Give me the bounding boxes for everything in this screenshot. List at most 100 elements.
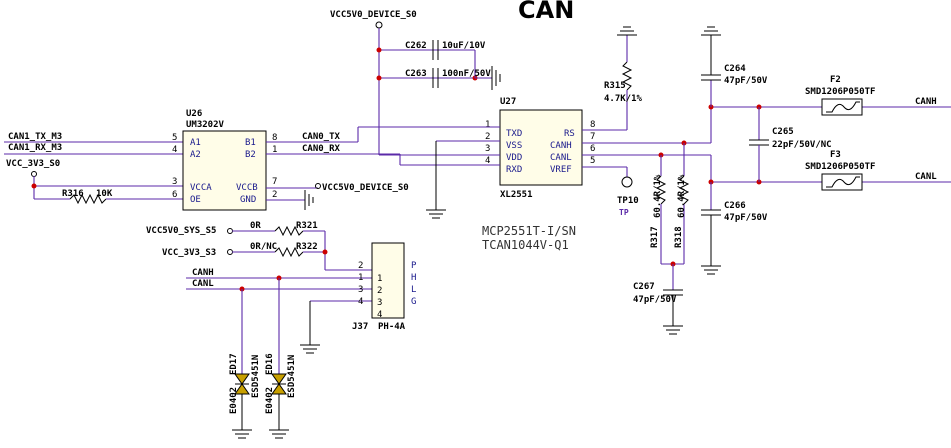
net-label-vcc5v0-sys: VCC5V0_SYS_S5 [146,226,216,236]
u26-pin-a1: A1 [190,138,201,148]
u27-num: 1 [485,120,490,130]
u27-can-transceiver: U27 TXD VSS VDD RXD 1 2 3 4 RS CANH CANL… [426,97,711,219]
r322-value: 0R/NC [250,242,277,252]
u26-num: 8 [272,133,277,143]
u27-num: 3 [485,144,490,154]
ed17-pkg: E0402 [229,387,239,414]
j37-ref: J37 [352,322,368,332]
u27-pin-canl: CANL [550,153,572,163]
u27-body [499,109,583,186]
r315-value: 4.7K/1% [604,94,643,104]
junction-dot [376,75,382,81]
r321-value: 0R [250,221,261,231]
u26-ref: U26 [186,109,202,119]
u27-pin-vss: VSS [506,141,522,151]
net-label-canh-left: CANH [192,268,214,278]
u27-num: 8 [590,120,595,130]
esd-diode-icon [234,373,250,385]
f2-body [821,98,863,116]
net-label-vcc5v0-device-u26: VCC5V0_DEVICE_S0 [322,183,409,193]
u26-num: 6 [172,190,177,200]
left-input-nets: CAN1_TX_M3 CAN1_RX_M3 VCC_3V3_S0 R316 10… [4,132,183,205]
r318-value: 60.4R/1% [677,174,687,218]
u27-pin-vdd: VDD [506,153,522,163]
j37-signal-p: P [411,261,417,271]
j37-pin: 3 [377,298,382,308]
ed16-pkg: E0402 [265,387,275,414]
net-label-vcc3v3-s3: VCC_3V3_S3 [162,248,216,258]
u27-num: 7 [590,132,595,142]
r316-ref: R316 [62,189,84,199]
f3-part: SMD1206P050TF [805,162,875,172]
u27-pin-rs: RS [564,129,575,139]
u27-pin-vref: VREF [550,165,572,175]
u27-num: 2 [485,132,490,142]
c264-ref: C264 [724,64,746,74]
ed16-part: ESD5451N [287,355,297,398]
j37-part: PH-4A [378,322,406,332]
alt-part-2: TCAN1044V-Q1 [482,238,569,252]
u26-pin-oe: OE [190,195,201,205]
r318-ref: R318 [674,226,684,248]
r316-value: 10K [96,189,113,199]
tp10-type: TP [619,208,629,217]
u27-num: 6 [590,144,595,154]
c262-ref: C262 [405,41,427,51]
j37-outer-num: 1 [358,273,363,283]
alt-part-1: MCP2551T-I/SN [482,224,576,238]
r315-ref: R315 [604,81,626,91]
ed17-part: ESD5451N [251,355,261,398]
c262-value: 10uF/10V [442,41,486,51]
j37-outer-num: 2 [358,261,363,271]
net-label-canh-right: CANH [915,97,937,107]
net-label-can0-tx: CAN0_TX [302,132,341,142]
c265-value: 22pF/50V/NC [772,140,832,150]
j37-outer-num: 3 [358,285,363,295]
j37-pin: 2 [377,286,382,296]
f2-ref: F2 [830,75,841,85]
c266-ref: C266 [724,201,746,211]
tp10-ref: TP10 [617,196,639,206]
esd-group: ED17 ESD5451N E0402 ED16 ESD5451N E0402 [229,278,297,439]
net-label-vcc5v0-device-top: VCC5V0_DEVICE_S0 [330,10,417,20]
u27-part: XL2551 [500,190,533,200]
net-label-can1-rx: CAN1_RX_M3 [8,143,62,153]
u27-num: 4 [485,156,490,166]
j37-signal-g: G [411,297,416,307]
u26-num: 2 [272,190,277,200]
r317-ref: R317 [650,226,660,248]
output-filter-group: C264 47pF/50V C265 22pF/50V/NC C266 47pF… [701,26,951,275]
fuse-icon [826,176,860,188]
u26-body [182,130,267,211]
testpoint-icon[interactable] [621,176,633,188]
u27-pin-txd: TXD [506,129,522,139]
j37-outer-num: 4 [358,297,363,307]
u27-pin-canh: CANH [550,141,572,151]
termination-group: R317 60.4R/1% R318 60.4R/1% C267 47pF/50… [633,140,690,335]
power-port-circle [375,21,383,29]
c267-value: 47pF/50V [633,295,677,305]
j37-signal-l: L [411,285,416,295]
c266-value: 47pF/50V [724,213,768,223]
junction-dot [376,47,382,53]
net-label-canl-right: CANL [915,172,937,182]
j37-signal-h: H [411,273,416,283]
vcc5v0-device-top-rail: VCC5V0_DEVICE_S0 C262 10uF/10V C263 100n… [330,10,501,156]
power-select-group: VCC5V0_SYS_S5 VCC_3V3_S3 0R R321 0R/NC R… [146,221,372,271]
j37-body[interactable] [371,242,405,319]
u26-pin-a2: A2 [190,150,201,160]
page-title: CAN [518,0,574,24]
c263-ref: C263 [405,69,427,79]
net-label-canl-left: CANL [192,279,214,289]
c265-ref: C265 [772,127,794,137]
u26-pin-gnd: GND [240,195,256,205]
net-label-can1-tx: CAN1_TX_M3 [8,132,62,142]
j37-pin: 4 [377,310,382,320]
u26-pin-vccb: VCCB [236,183,258,193]
f3-body [821,173,863,191]
u26-num: 5 [172,133,177,143]
u26-num: 3 [172,177,177,187]
r315-group: R315 4.7K/1% [604,26,643,130]
